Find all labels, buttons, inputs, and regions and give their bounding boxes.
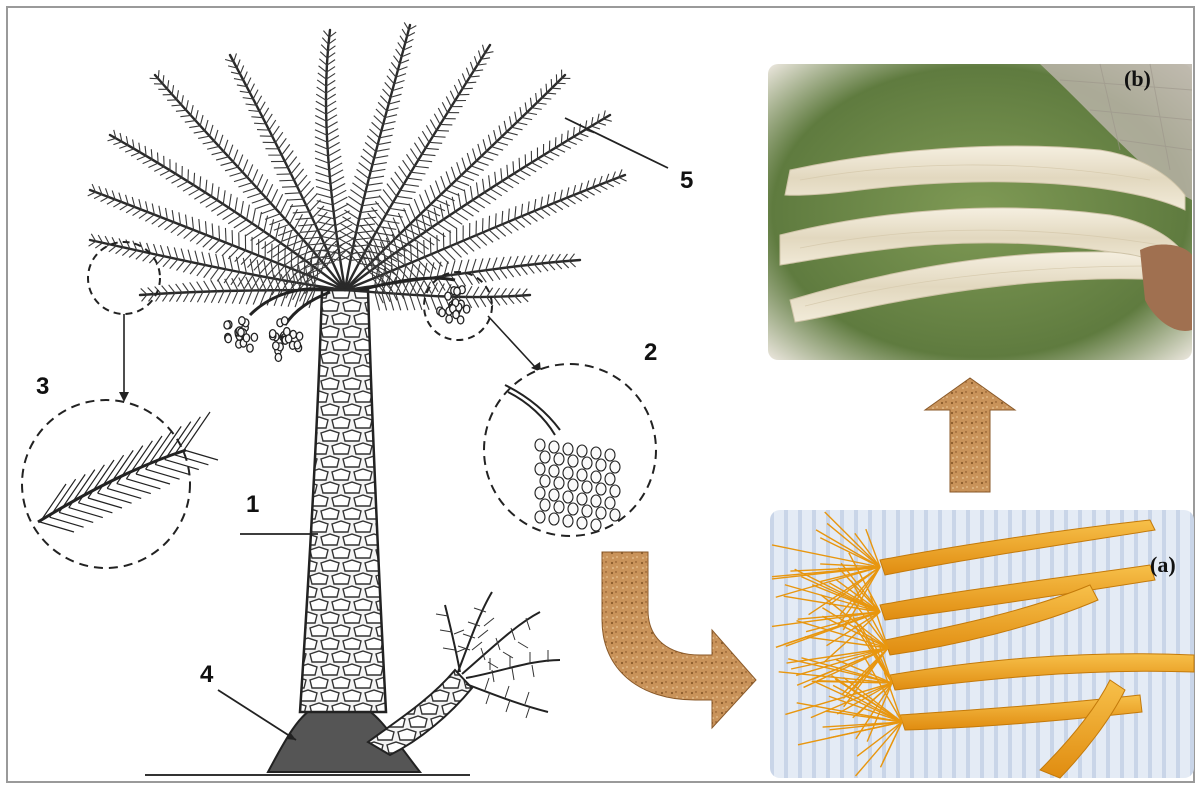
panel-label-b: (b) — [1124, 66, 1151, 91]
palm-tree-illustration: 1 2 3 4 5 — [22, 22, 693, 775]
panel-label-a: (a) — [1150, 552, 1176, 577]
photo-a-petioles: (a) — [770, 510, 1194, 778]
label-frond: 5 — [680, 167, 693, 194]
up-arrow — [925, 378, 1015, 492]
crown-fronds — [88, 22, 627, 310]
curved-arrow — [602, 552, 756, 728]
label-trunk: 1 — [246, 491, 259, 518]
offshoot-palm — [368, 592, 560, 755]
label-fruit-bunch: 2 — [644, 339, 657, 366]
label-base: 4 — [200, 661, 214, 688]
photo-b-fibers: (b) — [768, 64, 1192, 360]
trunk — [300, 290, 386, 712]
label-leaflet: 3 — [36, 373, 49, 400]
